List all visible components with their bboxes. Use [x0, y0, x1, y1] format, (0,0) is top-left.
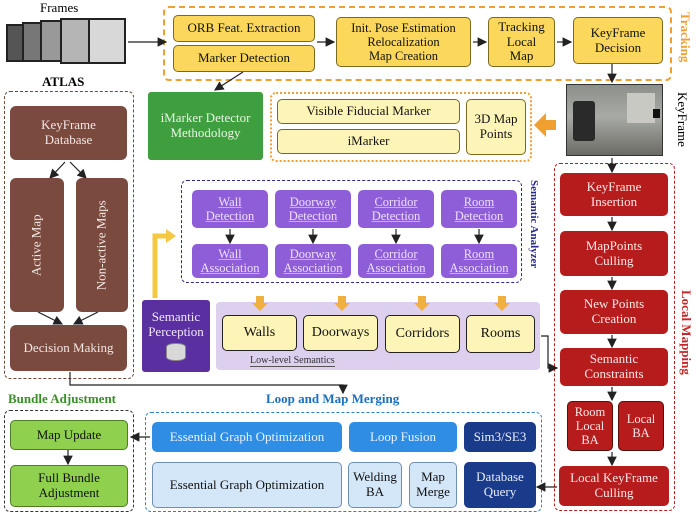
nonactive-to-decision-arrow	[72, 311, 99, 325]
frames-image	[6, 18, 126, 70]
local-keyframe-culling: Local KeyFrame Culling	[559, 466, 669, 506]
map-merge: Map Merge	[409, 462, 457, 508]
keyframe-label: KeyFrame	[675, 92, 690, 147]
kfdb-to-active-arrow	[49, 161, 66, 179]
map-update: Map Update	[10, 420, 128, 450]
atlas-to-loop-arrow	[69, 372, 348, 395]
database-icon	[166, 343, 186, 362]
orb-feature-extraction: ORB Feat. Extraction	[173, 15, 315, 42]
fiducial-frame	[270, 92, 532, 162]
semantic-constraints: Semantic Constraints	[560, 348, 668, 386]
local-ba: Local BA	[618, 401, 664, 451]
loop-merging-title: Loop and Map Merging	[266, 391, 400, 406]
room-detection: Room Detection	[441, 190, 517, 228]
keyframe-to-mappoints-block-arrow	[534, 113, 556, 137]
marker-to-imarker-arrow	[213, 71, 244, 91]
kfdb-to-nonactive-arrow	[69, 161, 87, 179]
loop-fusion: Loop Fusion	[349, 422, 457, 452]
wall-detection: Wall Detection	[192, 190, 268, 228]
room-local-ba: Room Local BA	[567, 401, 613, 451]
rooms-down-arrow	[494, 296, 510, 311]
low-level-semantics-title: Low-level Semantics	[250, 355, 335, 367]
local-mapping-frame	[554, 163, 675, 511]
full-bundle-adjustment: Full Bundle Adjustment	[10, 465, 128, 507]
database-query: Database Query	[464, 462, 536, 508]
decision-making: Decision Making	[10, 325, 127, 371]
semantic-analyzer-title: Semantic Analyzer	[528, 180, 540, 269]
doorway-detection: Doorway Detection	[275, 190, 351, 228]
tracking-local-map: Tracking Local Map	[488, 17, 555, 67]
atlas-frame	[4, 91, 134, 379]
sim3-se3: Sim3/SE3	[464, 422, 536, 452]
corridors-down-arrow	[414, 296, 430, 311]
keyframe-database: KeyFrame Database	[10, 106, 127, 160]
semantic-analyzer-frame	[181, 180, 522, 283]
active-map: Active Map	[10, 178, 64, 312]
bundle-adjustment-title: Bundle Adjustment	[8, 391, 116, 406]
keyframe-insertion: KeyFrame Insertion	[560, 173, 668, 216]
bundle-adjustment-frame	[4, 410, 134, 512]
welding-ba: Welding BA	[348, 462, 402, 508]
local-mapping-title: Local Mapping	[679, 290, 694, 375]
loop-merging-frame	[145, 412, 542, 512]
semantic-perception-label: Semantic Perception	[148, 309, 204, 339]
active-map-label: Active Map	[28, 214, 44, 276]
3d-map-points: 3D Map Points	[466, 99, 526, 155]
imarker-box: iMarker	[277, 129, 460, 154]
semantic-perception: Semantic Perception	[142, 300, 210, 372]
marker-detection: Marker Detection	[173, 45, 315, 72]
perception-to-analyzer-block-arrow	[152, 233, 168, 298]
imarker-detector-methodology: iMarker Detector Methodology	[148, 92, 263, 160]
keyframe-decision: KeyFrame Decision	[573, 17, 663, 64]
frames-label: Frames	[40, 0, 79, 15]
essential-graph-optimization-bottom: Essential Graph Optimization	[152, 462, 342, 508]
corridor-detection: Corridor Detection	[358, 190, 434, 228]
walls-box: Walls	[222, 315, 297, 351]
init-pose-estimation: Init. Pose Estimation Relocalization Map…	[336, 17, 471, 67]
doorways-box: Doorways	[303, 315, 378, 351]
keyframe-image	[566, 84, 663, 156]
tracking-title: Tracking	[678, 12, 693, 63]
essential-graph-optimization-top: Essential Graph Optimization	[152, 422, 342, 452]
active-to-decision-arrow	[37, 311, 64, 325]
non-active-maps: Non-active Maps	[76, 178, 128, 312]
lowlevel-to-semconstraint-arrow	[541, 335, 559, 373]
new-points-creation: New Points Creation	[560, 290, 668, 334]
doorway-association: Doorway Association	[275, 244, 351, 278]
corridors-box: Corridors	[385, 315, 460, 353]
mappoints-culling: MapPoints Culling	[560, 231, 668, 276]
visible-fiducial-marker: Visible Fiducial Marker	[277, 99, 460, 124]
corridor-association: Corridor Association	[358, 244, 434, 278]
rooms-box: Rooms	[466, 315, 535, 353]
doorways-down-arrow	[334, 296, 350, 311]
walls-down-arrow	[252, 296, 268, 311]
room-association: Room Association	[441, 244, 517, 278]
wall-association: Wall Association	[192, 244, 268, 278]
non-active-maps-label: Non-active Maps	[93, 200, 109, 290]
atlas-title: ATLAS	[42, 74, 85, 89]
